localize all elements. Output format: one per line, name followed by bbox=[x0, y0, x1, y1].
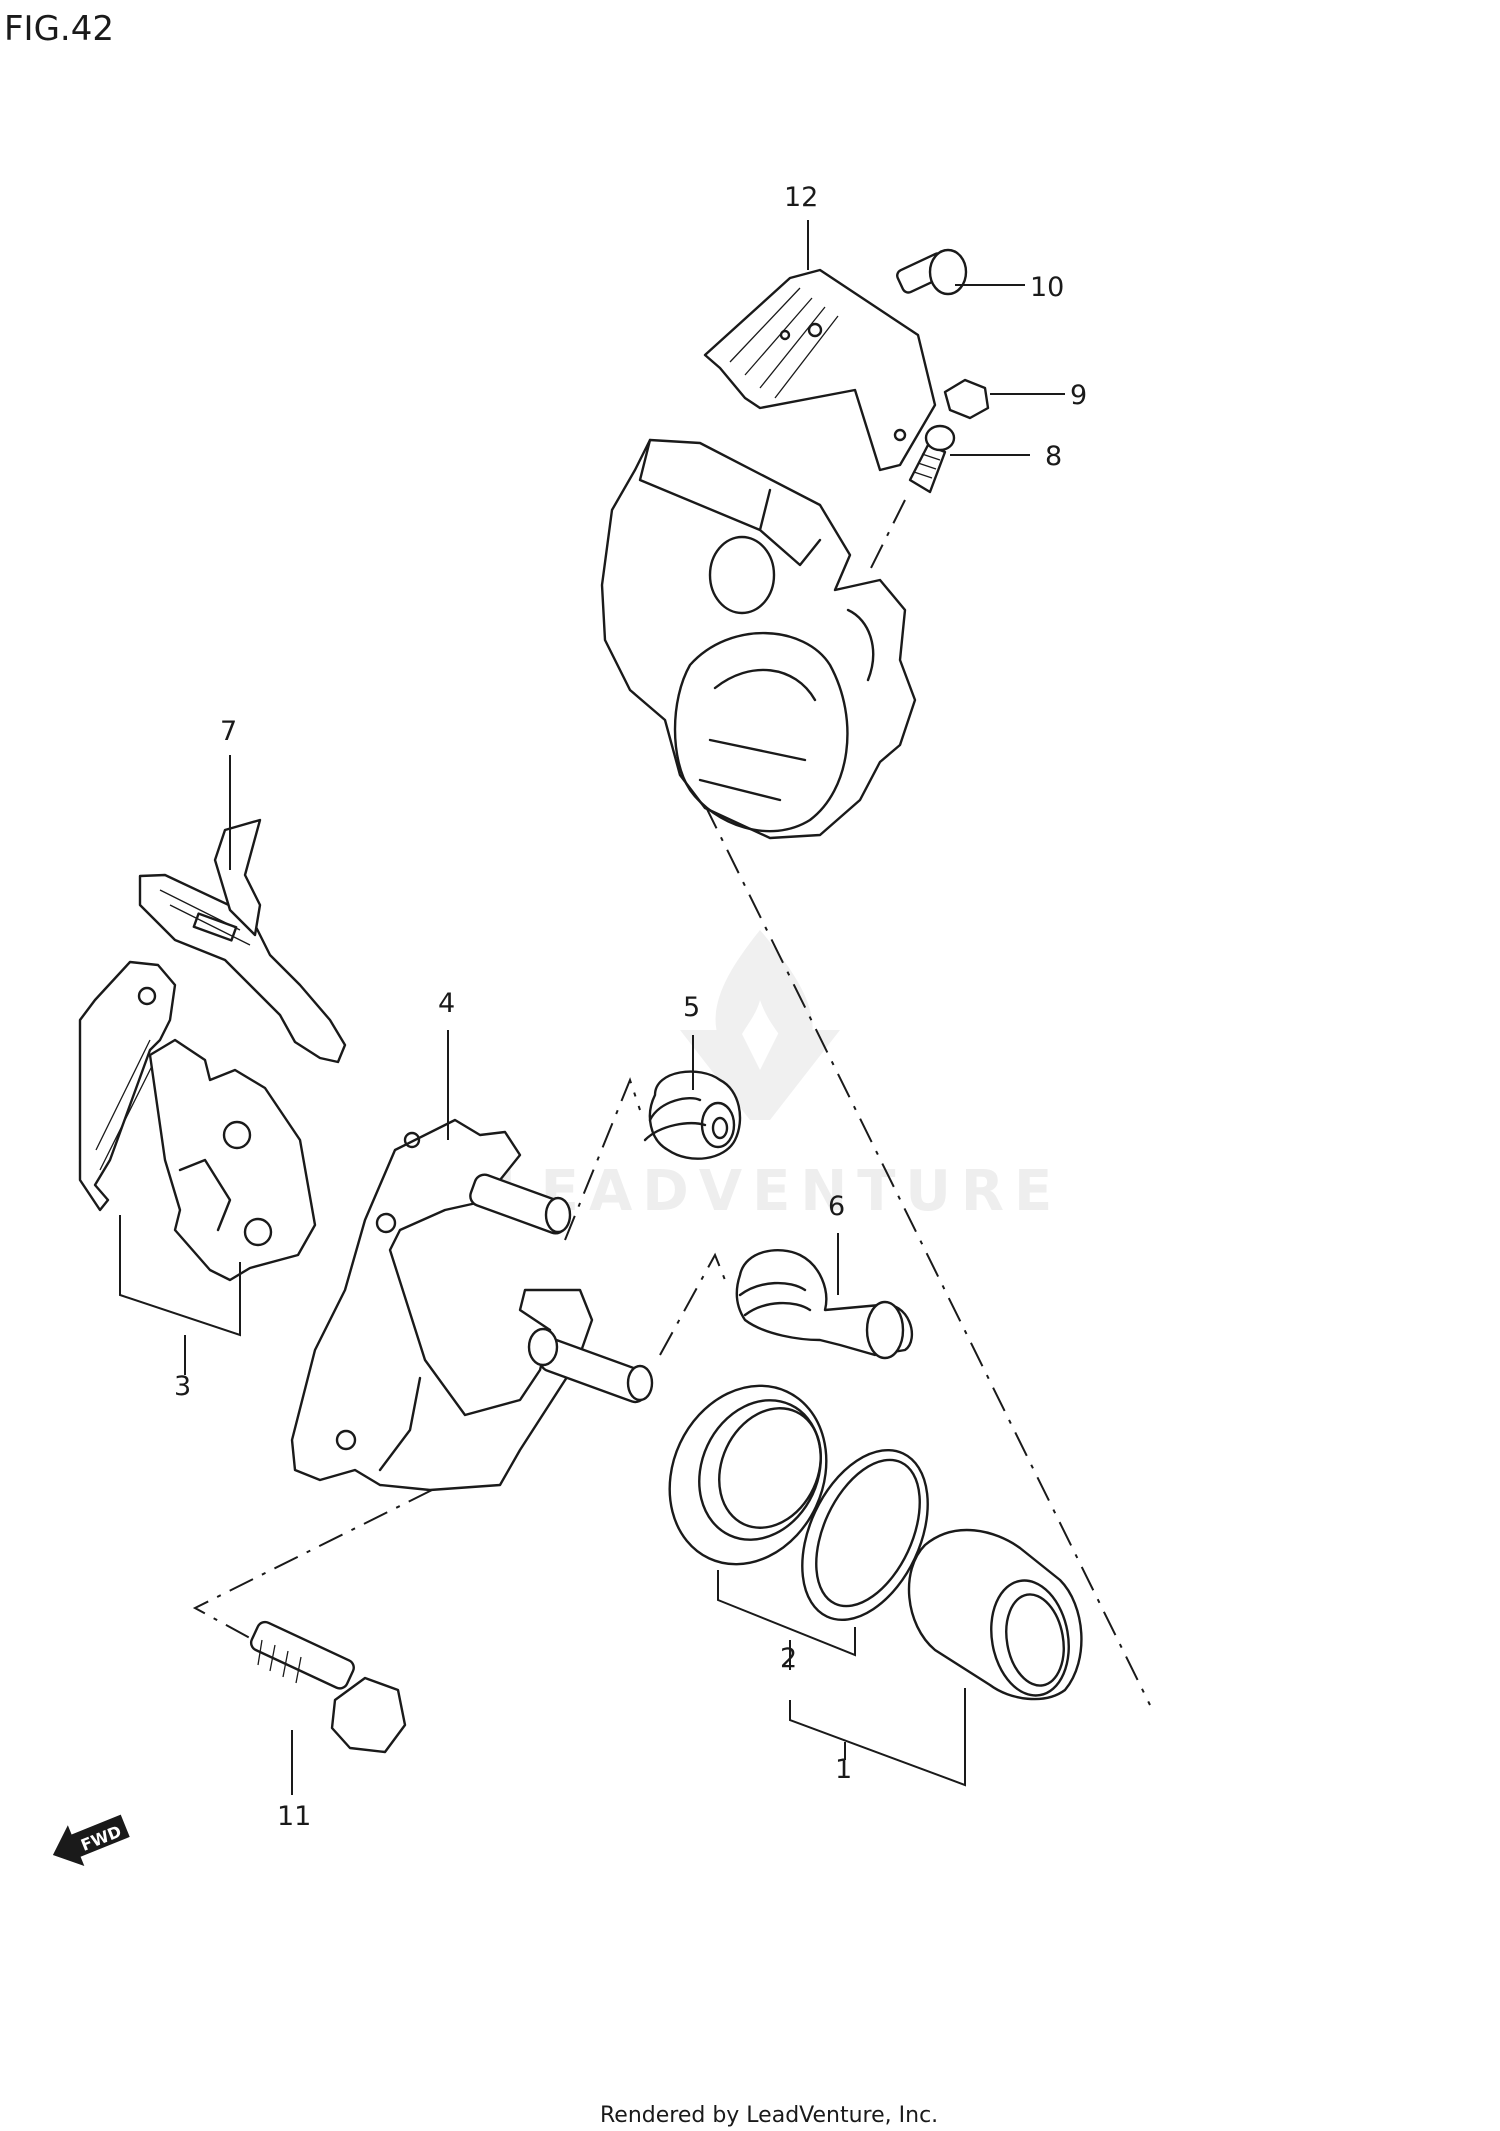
part-12-cover-plate bbox=[703, 268, 937, 472]
figure-title: FIG.42 bbox=[4, 9, 114, 49]
callout-11: 11 bbox=[277, 1801, 311, 1832]
guide-line-pin-5 bbox=[564, 1077, 641, 1241]
caliper-body bbox=[600, 438, 917, 840]
part-5-pin-boot bbox=[643, 1070, 742, 1160]
callout-6: 6 bbox=[828, 1191, 845, 1222]
part-8-bleeder-screw bbox=[908, 424, 956, 494]
callout-7: 7 bbox=[220, 716, 237, 747]
part-2-piston-seal bbox=[668, 1384, 929, 1622]
callout-9: 9 bbox=[1070, 380, 1087, 411]
v-logo-icon bbox=[680, 1030, 840, 1120]
callout-5: 5 bbox=[683, 992, 700, 1023]
leader-lines bbox=[119, 220, 1065, 1795]
forward-arrow-icon bbox=[52, 1814, 130, 1867]
callout-1: 1 bbox=[835, 1754, 852, 1785]
callout-10: 10 bbox=[1030, 272, 1064, 303]
part-3-brake-pads bbox=[78, 960, 317, 1282]
footer-credit: Rendered by LeadVenture, Inc. bbox=[600, 2103, 938, 2128]
part-10-bolt bbox=[896, 248, 968, 296]
watermark: LEADVENTURE bbox=[495, 930, 1062, 1224]
part-1-piston bbox=[907, 1528, 1083, 1701]
guide-line-bolt-11 bbox=[192, 1489, 433, 1661]
fwd-marker: FWD bbox=[52, 1814, 130, 1867]
callout-8: 8 bbox=[1045, 441, 1062, 472]
part-11-bolt bbox=[249, 1620, 407, 1754]
callout-2: 2 bbox=[780, 1643, 797, 1674]
part-7-pad-spring bbox=[138, 818, 347, 1064]
callouts: 12 10 9 8 7 4 5 6 3 2 1 11 bbox=[174, 182, 1087, 1832]
guide-line-pin-6 bbox=[659, 1252, 726, 1356]
part-6-slide-pin bbox=[735, 1248, 914, 1360]
guide-line-bolt-8 bbox=[869, 499, 906, 571]
callout-4: 4 bbox=[438, 988, 455, 1019]
callout-3: 3 bbox=[174, 1371, 191, 1402]
callout-12: 12 bbox=[784, 182, 818, 213]
guide-line-caliper-to-bracket bbox=[704, 804, 1151, 1706]
part-9-cap bbox=[943, 378, 990, 420]
part-4-caliper-bracket bbox=[290, 1118, 654, 1492]
watermark-text: LEADVENTURE bbox=[495, 1159, 1062, 1224]
